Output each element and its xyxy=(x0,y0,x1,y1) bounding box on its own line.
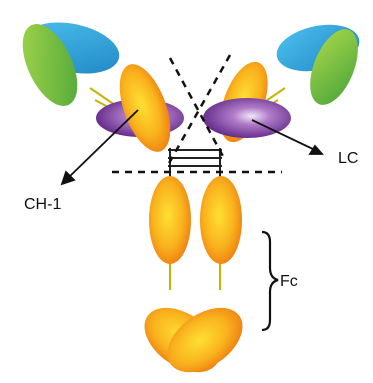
ch1-label: CH-1 xyxy=(24,196,61,214)
lc-label: LC xyxy=(338,150,358,168)
fc-label: Fc xyxy=(280,273,298,291)
fc-upper-right-domain xyxy=(200,176,242,264)
fc-brace xyxy=(262,232,278,330)
disulfide-bridges xyxy=(168,148,222,178)
fc-upper-left-domain xyxy=(149,176,191,264)
